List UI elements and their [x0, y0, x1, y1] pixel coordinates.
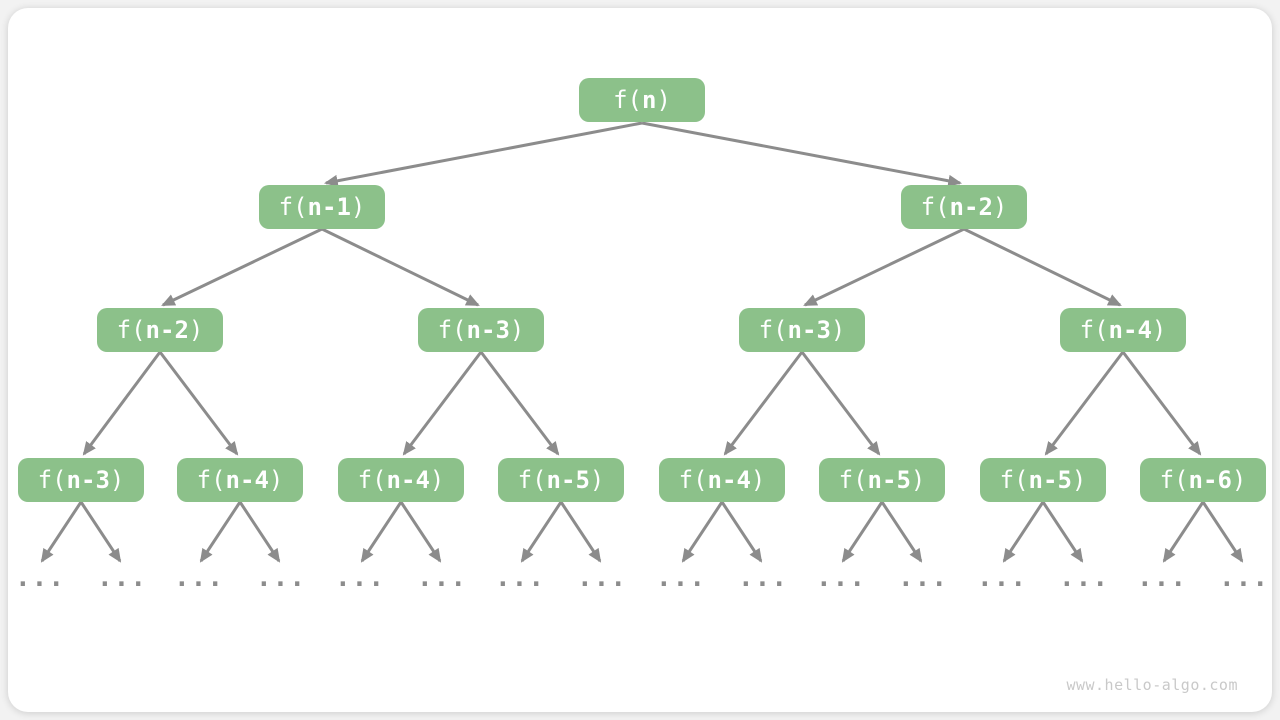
node-label-prefix: f(: [920, 193, 950, 221]
node-label-suffix: ): [910, 466, 926, 494]
node-label-prefix: f(: [1079, 316, 1109, 344]
ellipsis: ...: [977, 563, 1027, 593]
node-0-f-n: f(n): [579, 78, 705, 122]
ellipsis: ...: [174, 563, 224, 593]
node-label-arg: n-4: [707, 466, 751, 494]
node-label-suffix: ): [429, 466, 445, 494]
node-9-f-n-4: f(n-4): [338, 458, 464, 502]
node-label-arg: n-1: [307, 193, 351, 221]
node-label-suffix: ): [1231, 466, 1247, 494]
node-label-suffix: ): [509, 316, 525, 344]
ellipsis: ...: [417, 563, 467, 593]
ellipsis: ...: [256, 563, 306, 593]
node-label-arg: n: [642, 86, 657, 114]
node-label-prefix: f(: [758, 316, 788, 344]
node-11-f-n-4: f(n-4): [659, 458, 785, 502]
ellipsis: ...: [495, 563, 545, 593]
node-label-suffix: ): [1151, 316, 1167, 344]
node-2-f-n-2: f(n-2): [901, 185, 1027, 229]
node-5-f-n-3: f(n-3): [739, 308, 865, 352]
figure-card: [8, 8, 1272, 712]
ellipsis: ...: [15, 563, 65, 593]
node-label-arg: n-2: [949, 193, 993, 221]
node-14-f-n-6: f(n-6): [1140, 458, 1266, 502]
node-label-suffix: ): [830, 316, 846, 344]
node-label-prefix: f(: [517, 466, 547, 494]
node-label-arg: n-3: [787, 316, 831, 344]
node-10-f-n-5: f(n-5): [498, 458, 624, 502]
node-label-prefix: f(: [678, 466, 708, 494]
node-label-prefix: f(: [116, 316, 146, 344]
node-4-f-n-3: f(n-3): [418, 308, 544, 352]
node-label-arg: n-5: [867, 466, 911, 494]
node-label-arg: n-4: [386, 466, 430, 494]
node-8-f-n-4: f(n-4): [177, 458, 303, 502]
node-label-prefix: f(: [1159, 466, 1189, 494]
ellipsis: ...: [898, 563, 948, 593]
node-label-arg: n-3: [466, 316, 510, 344]
node-label-prefix: f(: [37, 466, 67, 494]
ellipsis: ...: [577, 563, 627, 593]
node-label-suffix: ): [589, 466, 605, 494]
node-label-prefix: f(: [437, 316, 467, 344]
node-3-f-n-2: f(n-2): [97, 308, 223, 352]
node-7-f-n-3: f(n-3): [18, 458, 144, 502]
node-6-f-n-4: f(n-4): [1060, 308, 1186, 352]
node-label-suffix: ): [750, 466, 766, 494]
node-label-prefix: f(: [278, 193, 308, 221]
node-label-suffix: ): [188, 316, 204, 344]
node-12-f-n-5: f(n-5): [819, 458, 945, 502]
node-label-suffix: ): [1071, 466, 1087, 494]
ellipsis: ...: [335, 563, 385, 593]
node-label-arg: n-4: [1108, 316, 1152, 344]
node-label-prefix: f(: [613, 86, 642, 114]
ellipsis: ...: [816, 563, 866, 593]
ellipsis: ...: [656, 563, 706, 593]
node-label-prefix: f(: [838, 466, 868, 494]
node-13-f-n-5: f(n-5): [980, 458, 1106, 502]
node-label-prefix: f(: [196, 466, 226, 494]
ellipsis: ...: [1137, 563, 1187, 593]
node-label-arg: n-2: [145, 316, 189, 344]
node-1-f-n-1: f(n-1): [259, 185, 385, 229]
node-label-arg: n-3: [66, 466, 110, 494]
node-label-arg: n-5: [546, 466, 590, 494]
node-label-suffix: ): [268, 466, 284, 494]
node-label-suffix: ): [109, 466, 125, 494]
node-label-prefix: f(: [999, 466, 1029, 494]
ellipsis: ...: [1219, 563, 1269, 593]
watermark: www.hello-algo.com: [1066, 676, 1238, 694]
node-label-suffix: ): [656, 86, 671, 114]
node-label-suffix: ): [992, 193, 1008, 221]
ellipsis: ...: [97, 563, 147, 593]
node-label-arg: n-6: [1188, 466, 1232, 494]
node-label-arg: n-4: [225, 466, 269, 494]
ellipsis: ...: [738, 563, 788, 593]
node-label-prefix: f(: [357, 466, 387, 494]
node-label-arg: n-5: [1028, 466, 1072, 494]
node-label-suffix: ): [350, 193, 366, 221]
ellipsis: ...: [1059, 563, 1109, 593]
